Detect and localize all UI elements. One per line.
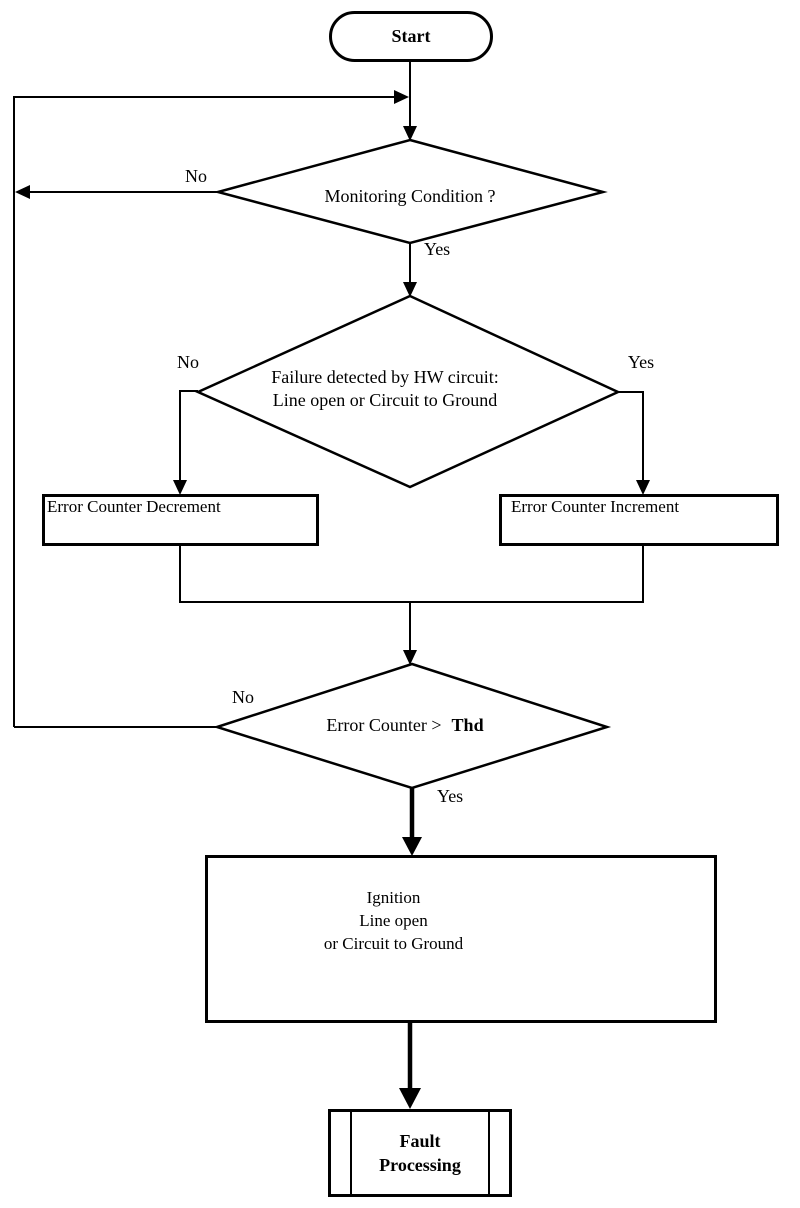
edge-label-monitoring-yes: Yes [424, 239, 451, 259]
error-counter-increment-label: Error Counter Increment [511, 497, 680, 516]
predefined-process-bar-left [350, 1112, 352, 1194]
arrowhead-failure-no-icon [173, 480, 187, 495]
start-label: Start [391, 26, 431, 46]
edge-label-monitoring-no: No [185, 166, 207, 186]
edge-label-threshold-yes: Yes [437, 786, 464, 806]
ignition-failure-label: Ignition Line open or Circuit to Ground [323, 888, 464, 953]
arrowhead-monitoring-yes-icon [403, 282, 417, 297]
threshold-decision-label: Error Counter > Thd [255, 715, 555, 736]
arrowhead-start-to-monitoring-icon [403, 126, 417, 141]
node-error-counter-decrement [42, 494, 319, 546]
failure-decision-label: Failure detected by HW circuit: Line ope… [271, 367, 499, 410]
edge-label-failure-no: No [177, 352, 199, 372]
arrowhead-ignition-to-fault-icon [399, 1088, 421, 1109]
node-start: Start [329, 11, 493, 62]
error-counter-decrement-label: Error Counter Decrement [47, 497, 221, 516]
shape-failure-decision [194, 294, 621, 489]
edge-loopback-to-start [13, 96, 398, 727]
predefined-process-bar-right [488, 1112, 490, 1194]
threshold-label-prefix: Error Counter > [326, 715, 442, 735]
fault-processing-label: Fault Processing [379, 1131, 461, 1175]
arrowhead-loopback-right-icon [394, 90, 409, 104]
node-fault-processing: Fault Processing [328, 1109, 512, 1197]
edge-label-failure-yes: Yes [627, 352, 655, 372]
edge-failure-no [179, 390, 198, 482]
arrowhead-merge-to-threshold-icon [403, 650, 417, 665]
node-error-counter-increment [499, 494, 779, 546]
edge-failure-yes [618, 391, 644, 482]
monitoring-decision-label: Monitoring Condition ? [324, 186, 496, 206]
threshold-label-bold: Thd [451, 715, 484, 735]
node-ignition-failure [205, 855, 717, 1023]
arrowhead-threshold-yes-icon [402, 837, 422, 856]
arrowhead-failure-yes-icon [636, 480, 650, 495]
edge-label-threshold-no: No [232, 687, 254, 707]
arrowhead-monitoring-no-icon [15, 185, 30, 199]
